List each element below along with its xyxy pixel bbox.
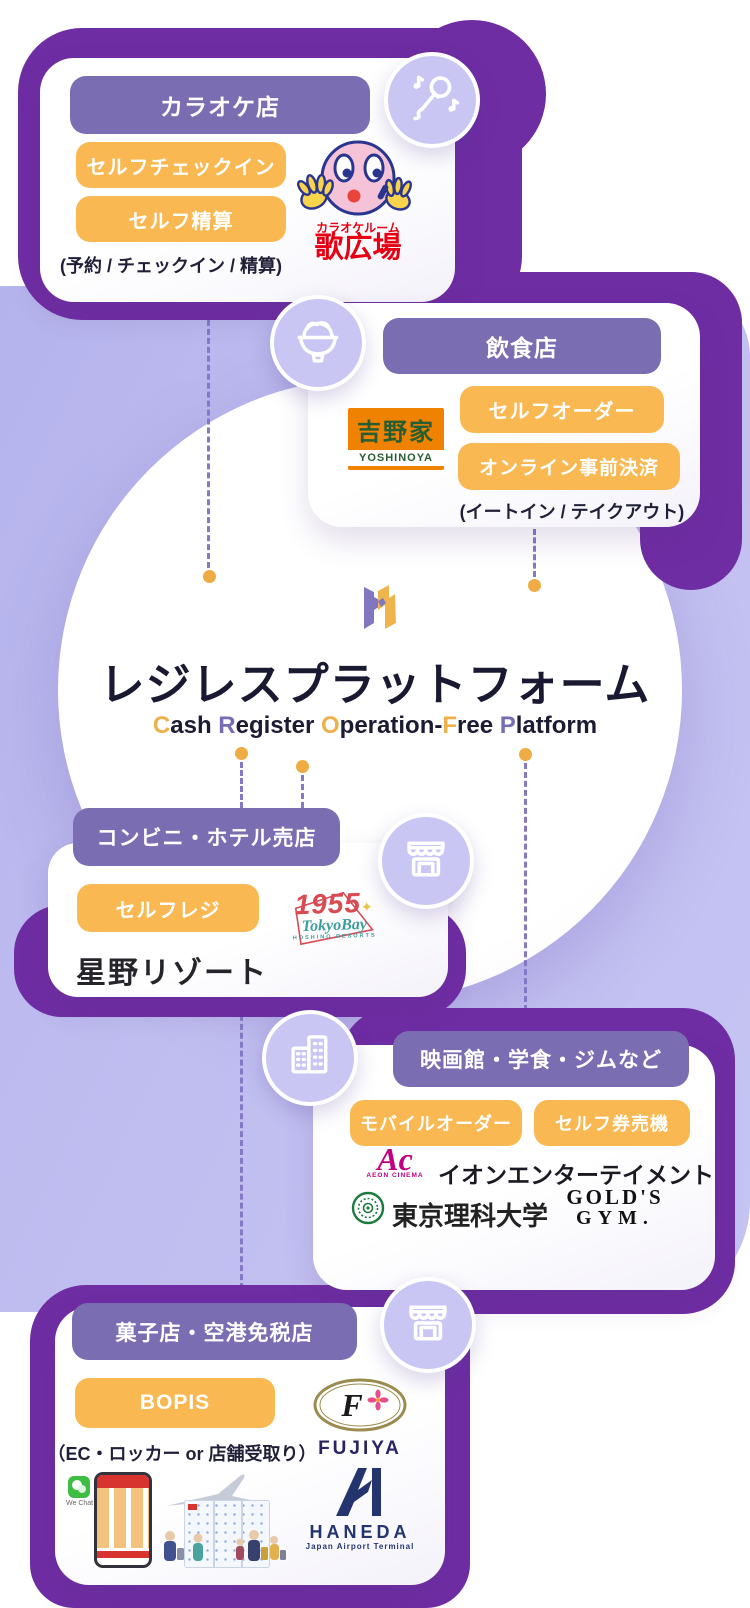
connector-dot — [203, 570, 216, 583]
karaoke-caption: (予約 / チェックイン / 精算) — [60, 256, 282, 276]
connector-line — [207, 302, 210, 568]
fujiya-logo-text: FUJIYA — [318, 1438, 402, 1459]
sweets-header-pill: 菓子店・空港免税店 — [72, 1303, 357, 1360]
connector-line — [240, 997, 243, 1289]
platform-subtitle: Cash Register Operation-Free Platform — [152, 712, 598, 739]
tus-emblem — [350, 1190, 386, 1226]
aeon-entertainment-logo: イオンエンターテイメント — [438, 1162, 714, 1188]
wechat-label: We Chat — [66, 1500, 94, 1507]
tokyobay-1955-logo: 1955✦ TokyoBay HOSHINO RESORTS — [285, 887, 383, 946]
yoshinoya-logo-en: YOSHINOYA — [348, 450, 444, 466]
restaurant-button-online-pay: オンライン事前決済 — [458, 443, 680, 490]
leisure-header-pill: 映画館・学食・ジムなど — [393, 1031, 689, 1087]
karaoke-icon-circle — [384, 52, 480, 148]
haneda-logo: HANEDA Japan Airport Terminal — [305, 1464, 415, 1552]
restaurant-caption: (イートイン / テイクアウト) — [459, 502, 685, 522]
svg-text:F: F — [340, 1387, 362, 1423]
phone-mockup — [94, 1472, 152, 1568]
connector-line — [240, 762, 243, 808]
connector-dot — [528, 579, 541, 592]
hoshino-resorts-logo: 星野リゾート — [76, 957, 268, 990]
golds-gym-line1: GOLD'S — [566, 1185, 664, 1209]
connector-line — [524, 763, 527, 1011]
fujiya-emblem: F — [312, 1378, 408, 1432]
connector-dot — [296, 760, 309, 773]
golds-gym-logo: GOLD'S GYM. — [545, 1186, 685, 1228]
utahiroba-mascot — [292, 136, 424, 220]
leisure-button-mobile-order: モバイルオーダー — [350, 1100, 522, 1146]
tus-logo: 東京理科大学 — [392, 1201, 549, 1231]
retail-icon-circle — [378, 813, 474, 909]
karaoke-button-self-checkin: セルフチェックイン — [76, 142, 286, 188]
aeon-cinema-sub: AEON CINEMA — [366, 1172, 424, 1179]
sweets-button-bopis: BOPIS — [75, 1378, 275, 1428]
rice-bowl-icon — [290, 313, 346, 374]
platform-logo-mark — [352, 582, 404, 630]
retail-header-pill: コンビニ・ホテル売店 — [73, 808, 340, 866]
haneda-logo-sub: Japan Airport Terminal — [305, 1542, 415, 1551]
haneda-logo-text: HANEDA — [309, 1522, 411, 1542]
aeon-cinema-ac: Ac — [377, 1141, 413, 1177]
leisure-button-ticket-machine: セルフ券売機 — [534, 1100, 690, 1146]
karaoke-header-pill: カラオケ店 — [70, 76, 370, 134]
utahiroba-logo-line2: 歌広場 — [314, 232, 402, 264]
platform-title: レジレスプラットフォーム — [99, 659, 651, 710]
retail-button-self-register: セルフレジ — [77, 884, 259, 932]
logo-1955-digits: 1955 — [294, 887, 362, 921]
connector-dot — [519, 748, 532, 761]
storefront-icon — [401, 1296, 455, 1355]
connector-line — [533, 529, 536, 577]
sweets-icon-circle — [380, 1277, 476, 1373]
golds-gym-line2: GYM. — [576, 1207, 654, 1229]
travellers-illustration — [164, 1530, 286, 1561]
buildings-icon — [283, 1029, 337, 1088]
restaurant-icon-circle — [270, 295, 366, 391]
connector-line — [301, 775, 304, 817]
sweets-caption: （EC・ロッカー or 店舗受取り） — [47, 1444, 317, 1464]
yoshinoya-logo: 吉野家 YOSHINOYA — [348, 408, 444, 470]
microphone-icon — [403, 69, 461, 132]
bopis-illustration: We Chat — [58, 1472, 288, 1572]
restaurant-header-pill: 飲食店 — [383, 318, 661, 374]
connector-dot — [235, 747, 248, 760]
yoshinoya-logo-bar — [348, 466, 444, 470]
utahiroba-logo-line1: カラオケルーム — [316, 221, 400, 235]
leisure-icon-circle — [262, 1010, 358, 1106]
karaoke-button-self-pay: セルフ精算 — [76, 196, 286, 242]
wechat-icon — [68, 1476, 90, 1498]
restaurant-button-self-order: セルフオーダー — [460, 386, 664, 433]
sparkle-icon: ✦ — [360, 898, 374, 916]
aeon-cinema-mark: Ac AEON CINEMA — [355, 1141, 435, 1179]
storefront-icon — [399, 832, 453, 891]
yoshinoya-logo-jp: 吉野家 — [348, 408, 444, 450]
